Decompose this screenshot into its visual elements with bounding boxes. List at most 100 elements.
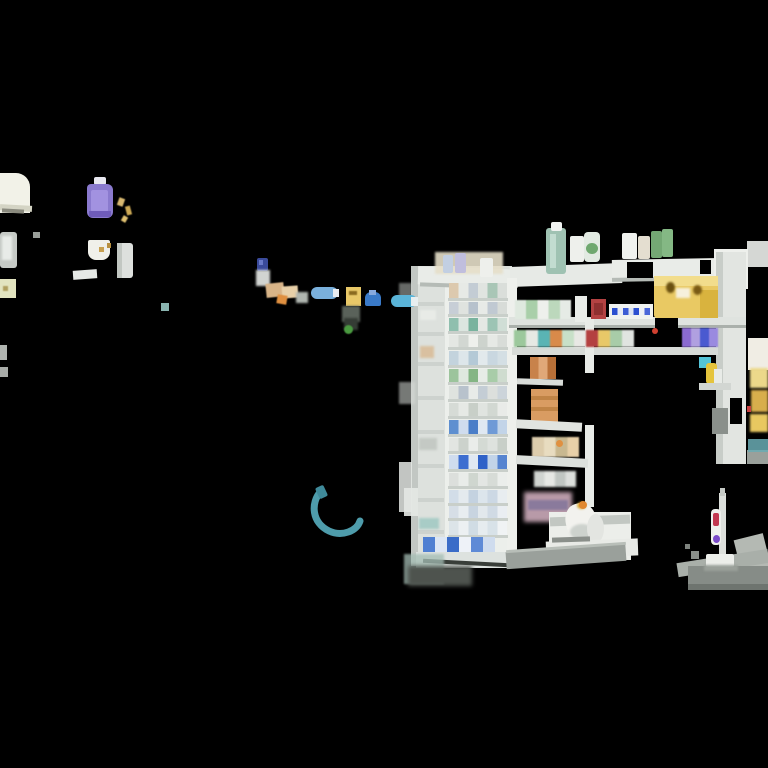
tan-stack-stripe [531, 407, 558, 411]
mask-notch [627, 262, 653, 278]
small-item-row [534, 471, 576, 487]
orange-dot-low [579, 501, 587, 509]
right-strip-yellow-jar [750, 368, 768, 388]
shelf-board-small [515, 455, 589, 468]
mini-divider [575, 296, 587, 322]
right-panel-shade [716, 252, 723, 464]
medicine-row-board [448, 503, 508, 506]
orange-frag [276, 294, 288, 305]
narrow-shelf-item [420, 346, 434, 358]
display-white-patch [676, 288, 690, 298]
vial-purple-bead [713, 535, 720, 543]
yellow-bottle [706, 363, 717, 384]
medicine-row-board [448, 486, 508, 489]
medicine-row-board [448, 434, 508, 437]
blue-inhaler-top [369, 290, 376, 295]
narrow-shelf-board [418, 302, 444, 306]
red-dot [652, 328, 658, 334]
top-canister-green-a [651, 231, 662, 258]
yellow-frag-left [0, 279, 16, 298]
stand-tip [720, 488, 725, 496]
medicine-row [449, 403, 507, 416]
edge-chip [0, 367, 8, 377]
medicine-row-board [448, 347, 508, 350]
medicine-row [449, 318, 507, 331]
medicine-row [449, 521, 507, 535]
medicine-row [449, 386, 507, 399]
gold-fleck [120, 215, 129, 223]
medicine-row [449, 473, 507, 486]
shelf-board-upper-shadow [509, 325, 746, 328]
right-strip-top [747, 241, 768, 267]
tan-stack-stripe [531, 396, 558, 400]
mask-notch [730, 398, 742, 424]
right-strip-yellow-jar [751, 390, 768, 412]
gray-chip [685, 544, 690, 549]
blue-bottle-lying [311, 287, 338, 299]
tan-stack [531, 389, 558, 422]
divider-center-lower-b [585, 425, 594, 507]
medicine-row-board [448, 331, 508, 334]
top-bottle-teal-cap [551, 222, 562, 231]
yellow-frag-spot [3, 286, 8, 291]
white-strip-frag [72, 269, 98, 280]
top-bottle-beige [638, 236, 650, 259]
right-strip-step [712, 408, 728, 434]
narrow-shelf-item [419, 438, 437, 450]
pink-box-label [528, 500, 568, 510]
medicine-row [449, 335, 507, 347]
medicine-row-board [448, 365, 508, 368]
white-bit-right [714, 369, 722, 383]
cyan-bottle-lying [391, 295, 417, 307]
shelf-board-small [515, 419, 583, 432]
medicine-row [449, 455, 507, 469]
medicine-row [449, 420, 507, 434]
narrow-shelf-board [418, 332, 444, 336]
yellow-display-shade [700, 290, 718, 318]
narrow-shelf-item [420, 310, 436, 320]
medicine-row [449, 283, 507, 298]
shelf-board-mid [512, 347, 718, 355]
top-bottle-teal [546, 228, 566, 274]
medicine-row [449, 506, 507, 518]
gray-frag-highlight [2, 236, 12, 260]
teal-tube [310, 487, 364, 537]
top-bottle-teal-highlight [550, 234, 556, 268]
narrow-shelf-item [419, 518, 439, 529]
right-red-speck [747, 406, 751, 412]
right-strip-yellow-jar [750, 414, 768, 432]
right-strip-wall [748, 338, 768, 370]
orange-accent [556, 440, 563, 447]
red-box-inner [594, 303, 603, 315]
medicine-row-board [448, 469, 508, 472]
thermometer-vial [711, 509, 721, 545]
medicine-row-board [448, 535, 508, 538]
medicine-row [449, 438, 507, 451]
shelf-board-upper [509, 317, 746, 326]
medicine-row-board [448, 314, 508, 317]
medicine-row [449, 351, 507, 365]
cup-dot [107, 243, 111, 248]
cyan-bottle-cap [411, 297, 418, 306]
top-bottle-white-mini [480, 258, 493, 277]
display-spot [666, 282, 675, 293]
narrow-shelf-board [418, 396, 444, 400]
beige-item-row [532, 437, 579, 457]
narrow-shelf-board [418, 362, 444, 366]
narrow-shelf-board [418, 530, 444, 534]
hourglass-green-band [586, 243, 598, 254]
small-products-row [514, 330, 634, 347]
narrow-shelf-board [418, 464, 444, 468]
gold-fleck [124, 205, 133, 216]
tiny-gray-chip [33, 232, 40, 238]
vial-red-liquid [713, 513, 719, 526]
center-divider [507, 278, 517, 562]
left-faint-frag [399, 382, 415, 404]
green-box-row [515, 300, 571, 319]
green-dot [344, 325, 353, 334]
edge-chip [0, 345, 7, 360]
medicine-row [449, 302, 507, 314]
gray-chip [691, 551, 699, 559]
gray-bits-frag [296, 292, 308, 303]
teal-chip [161, 303, 169, 311]
